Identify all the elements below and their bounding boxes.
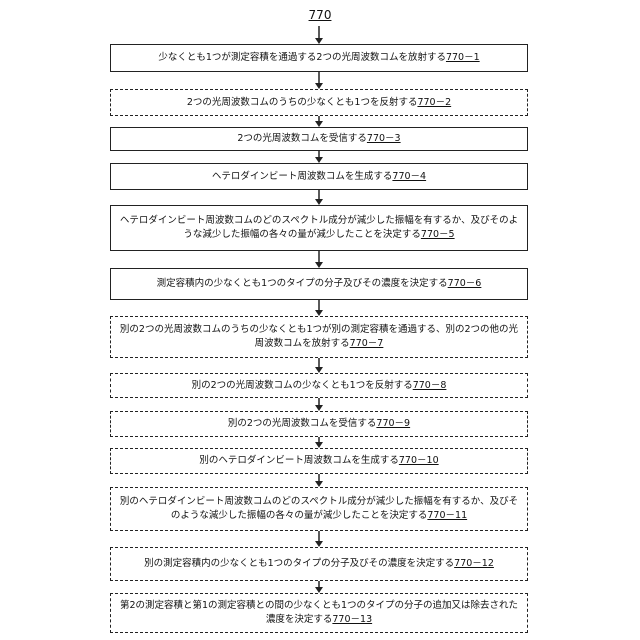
step-box: 別の2つの光周波数コムのうちの少なくとも1つが別の測定容積を通過する、別の2つの… [110,316,528,358]
step-box: 測定容積内の少なくとも1つのタイプの分子及びその濃度を決定する770－6 [110,268,528,300]
step-box: 2つの光周波数コムを受信する770－3 [110,127,528,151]
step-text: 別の2つの光周波数コムのうちの少なくとも1つが別の測定容積を通過する、別の2つの… [120,324,518,349]
step-box: 別の測定容積内の少なくとも1つのタイプの分子及びその濃度を決定する770－12 [110,547,528,581]
step-text: 別の測定容積内の少なくとも1つのタイプの分子及びその濃度を決定する [144,558,454,569]
step-ref: 770－10 [399,455,439,466]
step-text: 少なくとも1つが測定容積を通過する2つの光周波数コムを放射する [158,52,446,63]
step-ref: 770－9 [376,418,410,429]
step-ref: 770－1 [446,52,480,63]
step-text: ヘテロダインビート周波数コムのどのスペクトル成分が減少した振幅を有するか、及びそ… [120,215,518,240]
step-text: 2つの光周波数コムを受信する [237,133,367,144]
step-text: 測定容積内の少なくとも1つのタイプの分子及びその濃度を決定する [157,278,448,289]
step-ref: 770－6 [448,278,482,289]
step-ref: 770－8 [413,380,447,391]
step-box: ヘテロダインビート周波数コムのどのスペクトル成分が減少した振幅を有するか、及びそ… [110,205,528,251]
step-text: 別の2つの光周波数コムの少なくとも1つを反射する [192,380,413,391]
step-text: 別のヘテロダインビート周波数コムを生成する [199,455,399,466]
step-box: 別の2つの光周波数コムを受信する770－9 [110,411,528,437]
step-box: 別のヘテロダインビート周波数コムを生成する770－10 [110,448,528,474]
step-text: 別の2つの光周波数コムを受信する [228,418,377,429]
step-ref: 770－7 [350,338,384,349]
step-box: 少なくとも1つが測定容積を通過する2つの光周波数コムを放射する770－1 [110,44,528,72]
step-box: 第2の測定容積と第1の測定容積との間の少なくとも1つのタイプの分子の追加又は除去… [110,593,528,633]
step-ref: 770－12 [454,558,494,569]
step-ref: 770－3 [367,133,401,144]
step-text: ヘテロダインビート周波数コムを生成する [212,171,393,182]
step-text: 第2の測定容積と第1の測定容積との間の少なくとも1つのタイプの分子の追加又は除去… [120,600,518,625]
step-box: 別の2つの光周波数コムの少なくとも1つを反射する770－8 [110,373,528,398]
step-text: 2つの光周波数コムのうちの少なくとも1つを反射する [187,97,418,108]
step-box: 2つの光周波数コムのうちの少なくとも1つを反射する770－2 [110,89,528,116]
step-ref: 770－2 [417,97,451,108]
step-ref: 770－4 [392,171,426,182]
step-ref: 770－5 [421,229,455,240]
step-ref: 770－11 [427,510,467,521]
step-box: ヘテロダインビート周波数コムを生成する770－4 [110,163,528,190]
step-box: 別のヘテロダインビート周波数コムのどのスペクトル成分が減少した振幅を有するか、及… [110,487,528,531]
step-ref: 770－13 [332,614,372,625]
